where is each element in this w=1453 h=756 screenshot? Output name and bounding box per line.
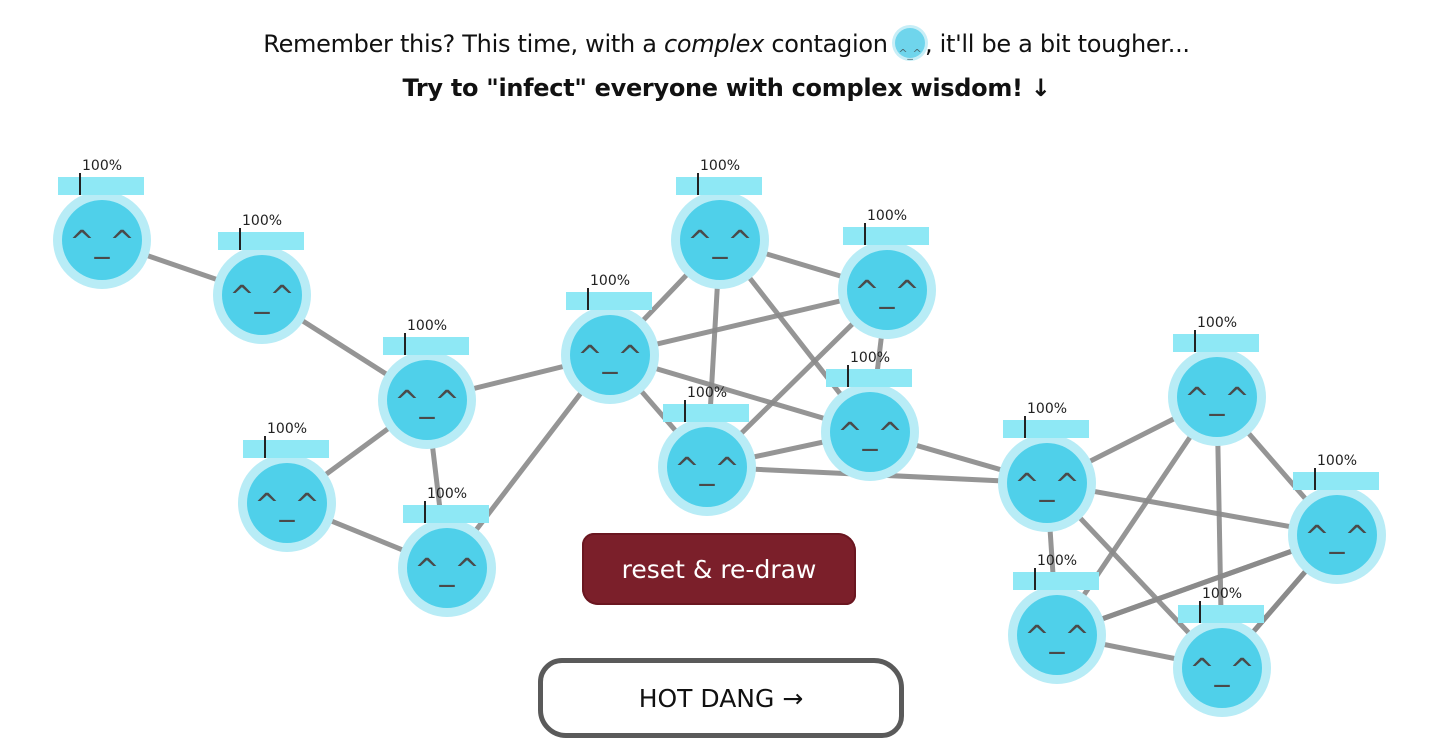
infection-percent-label: 100%: [82, 158, 122, 174]
node-body: [62, 200, 142, 280]
peer-node-n14[interactable]: ^_^ 100%: [1008, 553, 1106, 684]
peer-node-n6[interactable]: ^_^ 100%: [561, 273, 659, 404]
intro-text-1: Remember this? This time, with a: [263, 30, 664, 58]
infection-percent-label: 100%: [867, 208, 907, 224]
node-body: [667, 427, 747, 507]
intro-text-2: contagion: [763, 30, 895, 58]
peer-node-n9[interactable]: ^_^ 100%: [838, 208, 936, 339]
infection-percent-label: 100%: [427, 486, 467, 502]
node-body: [1017, 595, 1097, 675]
node-body: [847, 250, 927, 330]
infection-percent-label: 100%: [1317, 453, 1357, 469]
happy-face-icon: ^_^: [854, 275, 919, 310]
infection-bar: [1293, 472, 1379, 490]
hot-dang-next-button[interactable]: HOT DANG →: [538, 658, 904, 738]
instructions-line-2: Try to "infect" everyone with complex wi…: [402, 74, 1051, 102]
node-body: [1182, 628, 1262, 708]
happy-face-icon: ^_^: [674, 452, 739, 487]
infection-bar: [243, 440, 329, 458]
infection-bar: [403, 505, 489, 523]
happy-face-icon: ^_^: [1024, 620, 1089, 655]
peer-node-n13[interactable]: ^_^ 100%: [1288, 453, 1386, 584]
peer-node-n3[interactable]: ^_^ 100%: [378, 318, 476, 449]
node-body: [247, 463, 327, 543]
peer-node-n7[interactable]: ^_^ 100%: [671, 158, 769, 289]
happy-face-icon: ^_^: [1014, 468, 1079, 503]
infection-bar: [826, 369, 912, 387]
node-body: [680, 200, 760, 280]
happy-face-icon: ^_^: [1189, 653, 1254, 688]
node-body: [1177, 357, 1257, 437]
infection-percent-label: 100%: [1027, 401, 1067, 417]
infection-percent-label: 100%: [242, 213, 282, 229]
peer-node-n2[interactable]: ^_^ 100%: [213, 213, 311, 344]
edge-n14-n16: [1054, 532, 1340, 638]
node-body: [222, 255, 302, 335]
nodes-layer[interactable]: ^_^ 100% ^_^ 100% ^_^ 100% ^_^ 100% ^_^ 100% ^_^ 10…: [53, 158, 1386, 717]
peer-node-n4[interactable]: ^_^ 100%: [238, 421, 336, 552]
happy-face-icon: ^_^: [687, 225, 752, 260]
node-body: [407, 528, 487, 608]
infection-bar: [383, 337, 469, 355]
infection-percent-label: 100%: [850, 350, 890, 366]
peer-node-n15[interactable]: ^_^ 100%: [1173, 586, 1271, 717]
infection-bar: [843, 227, 929, 245]
node-body: [1297, 495, 1377, 575]
infection-percent-label: 100%: [1197, 315, 1237, 331]
node-body: [830, 392, 910, 472]
infection-percent-label: 100%: [1202, 586, 1242, 602]
edge-n11-n13: [1044, 480, 1340, 538]
peer-node-n10[interactable]: ^_^ 100%: [821, 350, 919, 481]
infection-bar: [566, 292, 652, 310]
node-body: [570, 315, 650, 395]
infection-bar: [1013, 572, 1099, 590]
happy-face-icon: ^_^: [1304, 520, 1369, 555]
infection-bar: [218, 232, 304, 250]
infection-percent-label: 100%: [700, 158, 740, 174]
peer-node-n11[interactable]: ^_^ 100%: [998, 401, 1096, 532]
happy-face-icon: ^_^: [1184, 382, 1249, 417]
infection-percent-label: 100%: [1037, 553, 1077, 569]
node-body: [1007, 443, 1087, 523]
infection-bar: [676, 177, 762, 195]
peer-node-n5[interactable]: ^_^ 100%: [398, 486, 496, 617]
infection-percent-label: 100%: [687, 385, 727, 401]
infection-bar: [1003, 420, 1089, 438]
happy-face-icon: ^_^: [69, 225, 134, 260]
infection-percent-label: 100%: [267, 421, 307, 437]
infection-bar: [663, 404, 749, 422]
reset-redraw-button[interactable]: reset & re-draw: [582, 533, 856, 605]
happy-face-icon: ^_^: [414, 553, 479, 588]
peer-node-n8[interactable]: ^_^ 100%: [658, 385, 756, 516]
happy-face-icon: ^_^: [837, 417, 902, 452]
infection-percent-label: 100%: [590, 273, 630, 289]
peer-node-n1[interactable]: ^_^ 100%: [53, 158, 151, 289]
peer-node-n12[interactable]: ^_^ 100%: [1168, 315, 1266, 446]
infection-bar: [58, 177, 144, 195]
happy-face-icon: ^_^: [577, 340, 642, 375]
happy-face-icon: ^_^: [254, 488, 319, 523]
node-body: [387, 360, 467, 440]
contagion-face-icon: [894, 28, 925, 76]
infection-bar: [1173, 334, 1259, 352]
instructions-line-1: Remember this? This time, with a complex…: [0, 22, 1453, 76]
intro-emphasis: complex: [663, 30, 764, 58]
instructions: Remember this? This time, with a complex…: [0, 22, 1453, 110]
infection-percent-label: 100%: [407, 318, 447, 334]
intro-text-3: , it'll be a bit tougher...: [924, 30, 1190, 58]
happy-face-icon: ^_^: [229, 280, 294, 315]
infection-bar: [1178, 605, 1264, 623]
happy-face-icon: ^_^: [394, 385, 459, 420]
